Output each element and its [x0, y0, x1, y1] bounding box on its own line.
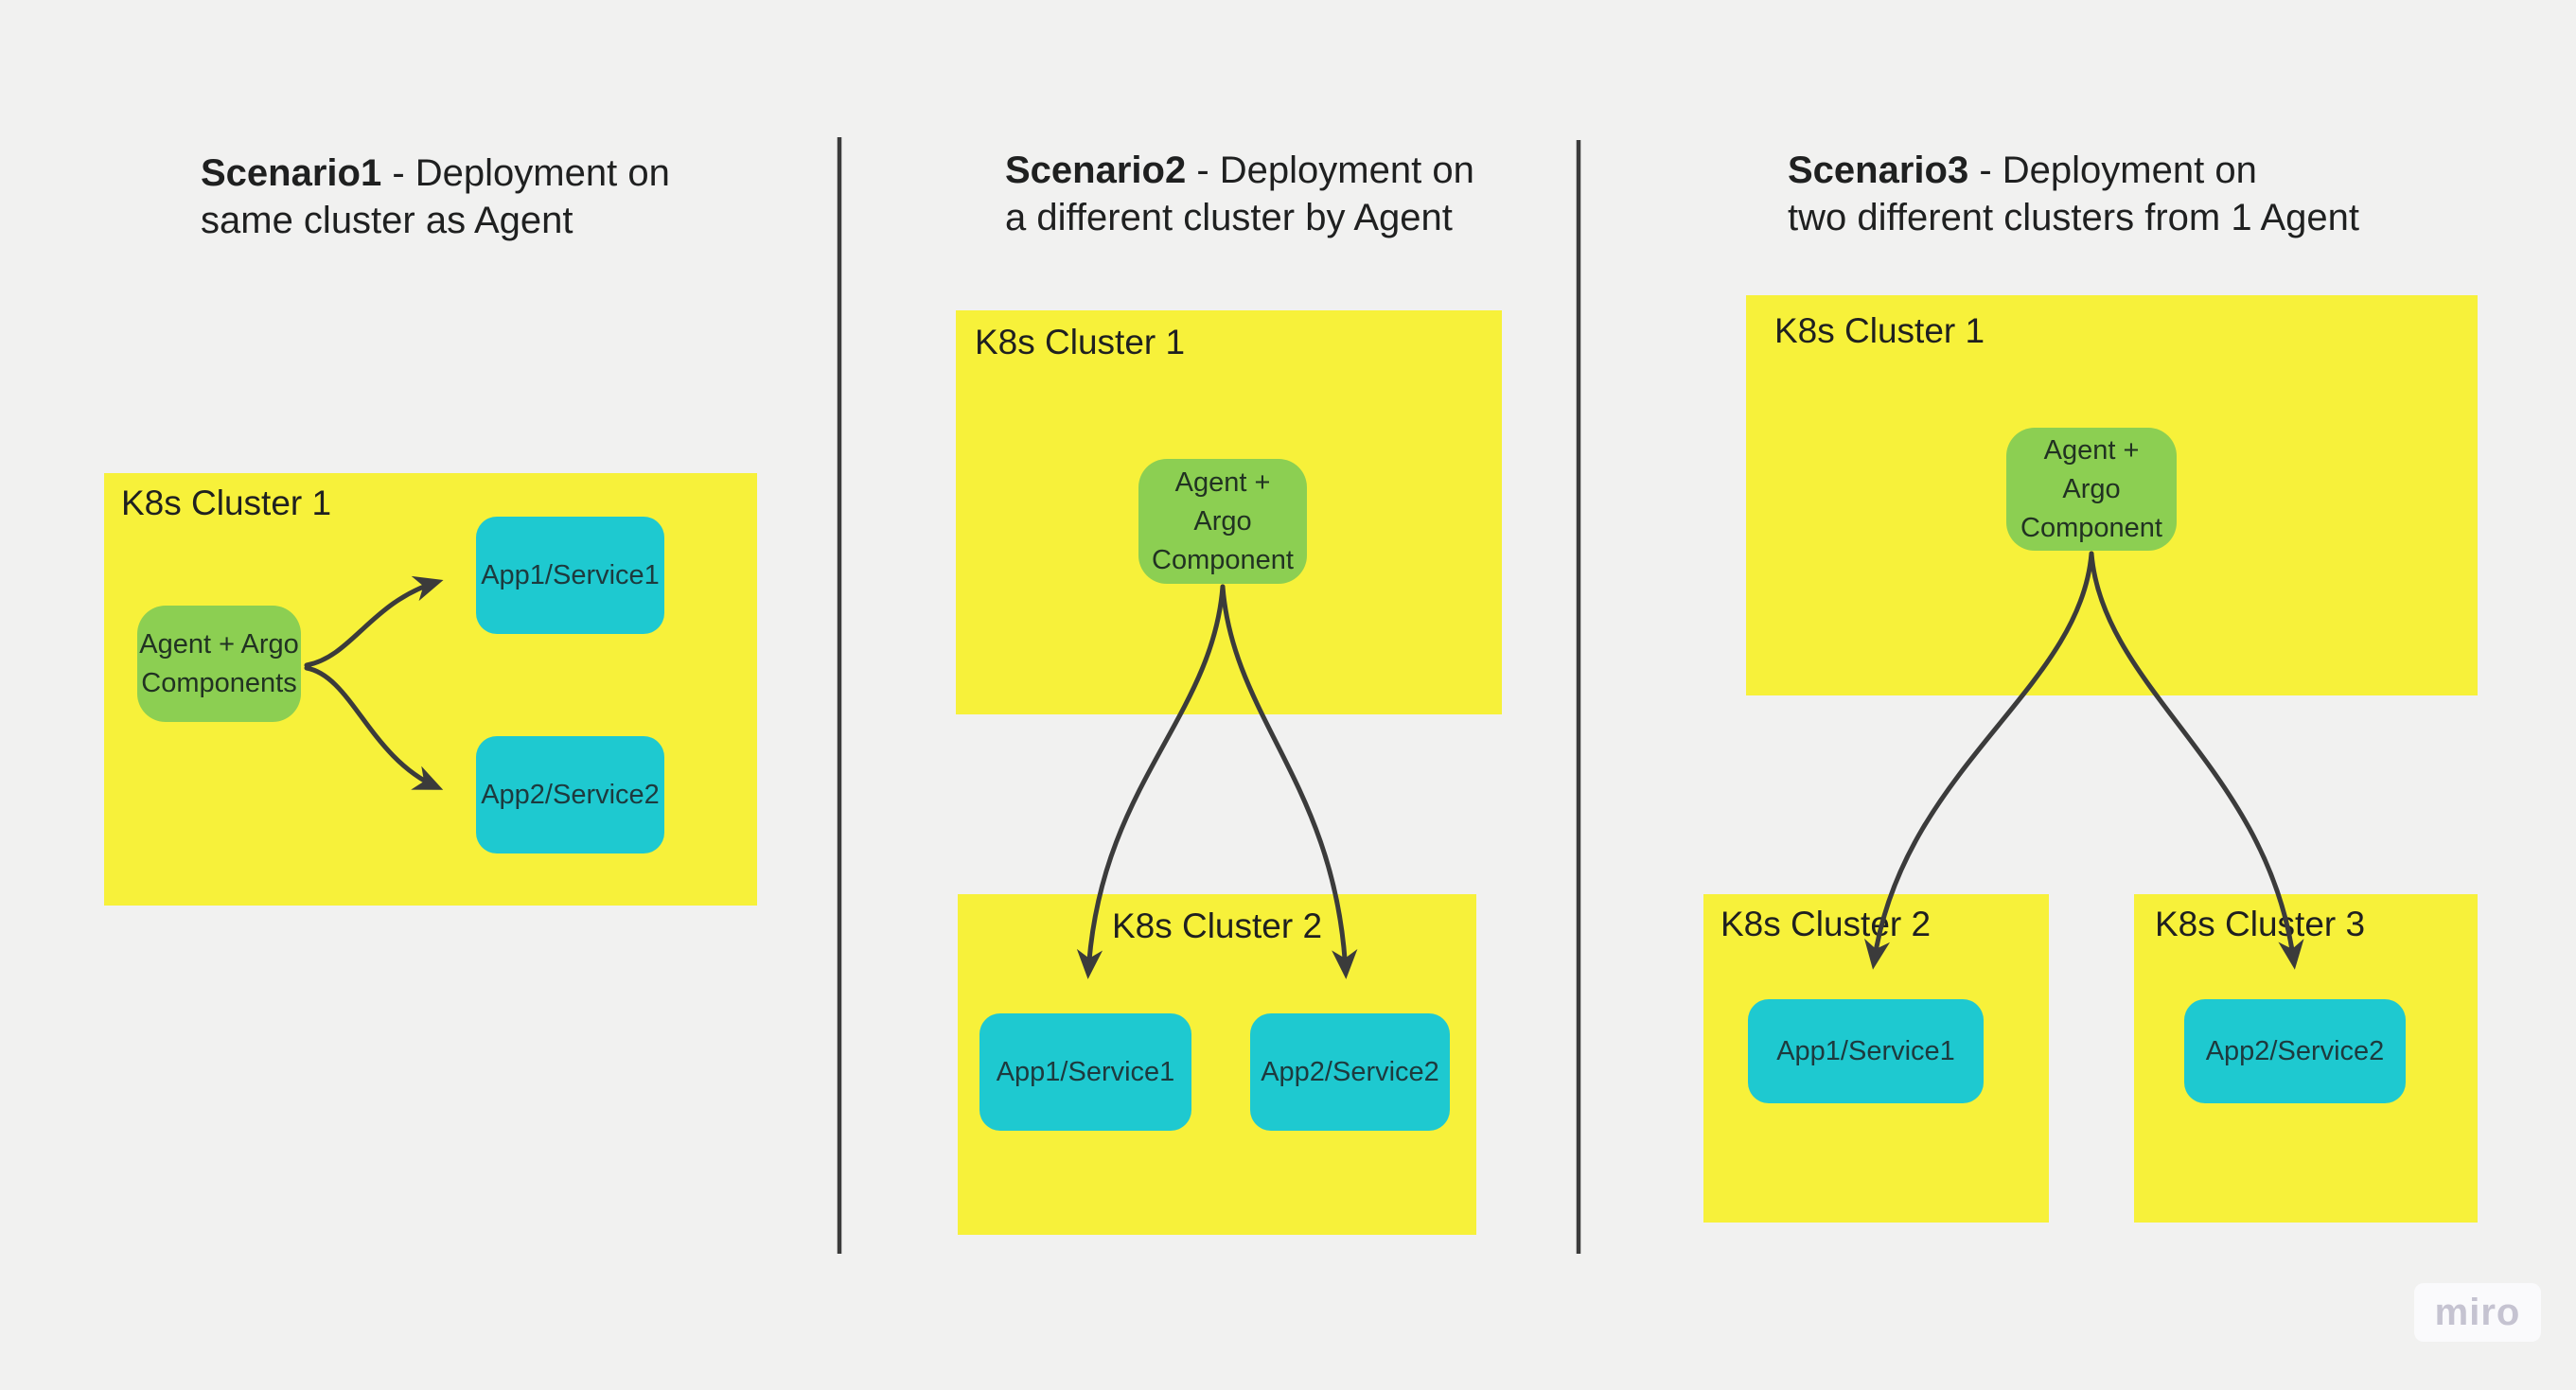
scenario3-title-line1: Scenario3 - Deployment on — [1788, 147, 2359, 194]
scenario2-title-line1: Scenario2 - Deployment on — [1005, 147, 1474, 194]
s2-cluster2-note[interactable]: K8s Cluster 2 App1/Service1 App2/Service… — [958, 894, 1476, 1235]
scenario1-title-line1: Scenario1 - Deployment on — [201, 150, 670, 197]
scenario3-title-rest: - Deployment on — [1968, 150, 2257, 191]
miro-watermark: miro — [2414, 1283, 2541, 1342]
s1-app1-box[interactable]: App1/Service1 — [476, 517, 664, 634]
scenario1-title-line2: same cluster as Agent — [201, 200, 573, 241]
scenario1-title: Scenario1 - Deployment on same cluster a… — [201, 150, 670, 244]
s3-cluster1-note[interactable]: K8s Cluster 1 Agent + Argo Component — [1746, 295, 2478, 695]
s3-app2-box[interactable]: App2/Service2 — [2184, 999, 2406, 1103]
scenario2-title-rest: - Deployment on — [1186, 150, 1474, 191]
s2-cluster1-note[interactable]: K8s Cluster 1 Agent + Argo Component — [956, 310, 1502, 714]
scenario3-title-line2: two different clusters from 1 Agent — [1788, 197, 2360, 238]
s3-cluster1-label: K8s Cluster 1 — [1774, 311, 1985, 350]
s3-cluster3-label: K8s Cluster 3 — [2155, 905, 2366, 943]
scenario1-title-rest: - Deployment on — [381, 152, 670, 194]
scenario3-title-bold: Scenario3 — [1788, 150, 1969, 191]
s2-cluster2-label: K8s Cluster 2 — [1111, 906, 1323, 945]
s1-agent-box[interactable]: Agent + Argo Components — [137, 606, 301, 722]
s2-app1-box[interactable]: App1/Service1 — [979, 1013, 1191, 1131]
scenario2-title-bold: Scenario2 — [1005, 150, 1187, 191]
s3-cluster2-note[interactable]: K8s Cluster 2 App1/Service1 — [1703, 894, 2049, 1223]
s1-cluster1-label: K8s Cluster 1 — [121, 484, 332, 522]
scenario2-title: Scenario2 - Deployment on a different cl… — [1005, 147, 1474, 241]
s2-app2-box[interactable]: App2/Service2 — [1250, 1013, 1450, 1131]
s3-agent-box[interactable]: Agent + Argo Component — [2006, 428, 2177, 551]
scenario2-title-line2: a different cluster by Agent — [1005, 197, 1453, 238]
s1-cluster1-note[interactable]: K8s Cluster 1 Agent + Argo Components Ap… — [104, 473, 757, 906]
s2-cluster1-label: K8s Cluster 1 — [975, 323, 1186, 361]
s3-cluster2-label: K8s Cluster 2 — [1720, 905, 1932, 943]
scenario3-title: Scenario3 - Deployment on two different … — [1788, 147, 2359, 241]
s1-app2-box[interactable]: App2/Service2 — [476, 736, 664, 853]
s3-app1-box[interactable]: App1/Service1 — [1748, 999, 1984, 1103]
scenario1-title-bold: Scenario1 — [201, 152, 382, 194]
s3-cluster3-note[interactable]: K8s Cluster 3 App2/Service2 — [2134, 894, 2478, 1223]
miro-watermark-label: miro — [2434, 1291, 2521, 1333]
s2-agent-box[interactable]: Agent + Argo Component — [1138, 459, 1307, 584]
